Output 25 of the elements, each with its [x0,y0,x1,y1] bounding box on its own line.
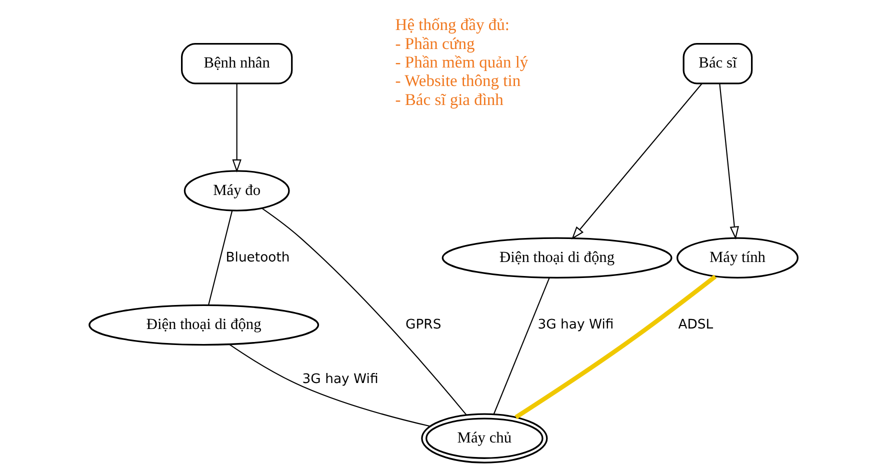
label: - Bác sĩ gia đình [395,90,504,109]
label: Hệ thống đầy đủ: [395,15,510,34]
edge-label: GPRS [406,317,442,332]
node-ellipse: Máy chủ [421,413,548,464]
label: - Phần mềm quản lý [395,52,528,72]
node-box: Bác sĩ [682,43,753,84]
edge-label: ADSL [678,317,714,332]
connector [208,210,233,306]
connector [228,344,430,427]
edge-label: 3G hay Wifi [302,372,378,387]
node-box: Bệnh nhân [181,43,293,84]
label: - Phần cứng [395,34,475,53]
edge-label: 3G hay Wifi [538,317,614,332]
edge-label: Bluetooth [226,250,290,266]
node-ellipse: Điện thoại di động [442,237,672,278]
connector [493,277,550,414]
node-ellipse: Máy tính [676,237,799,278]
connector [514,274,717,420]
label: - Website thông tin [395,71,521,90]
node-ellipse: Máy đo [184,170,290,212]
arrow [232,84,242,173]
arrow [572,83,702,240]
arrow [719,83,739,240]
node-ellipse: Điện thoại di động [88,304,320,346]
connector [262,208,467,416]
